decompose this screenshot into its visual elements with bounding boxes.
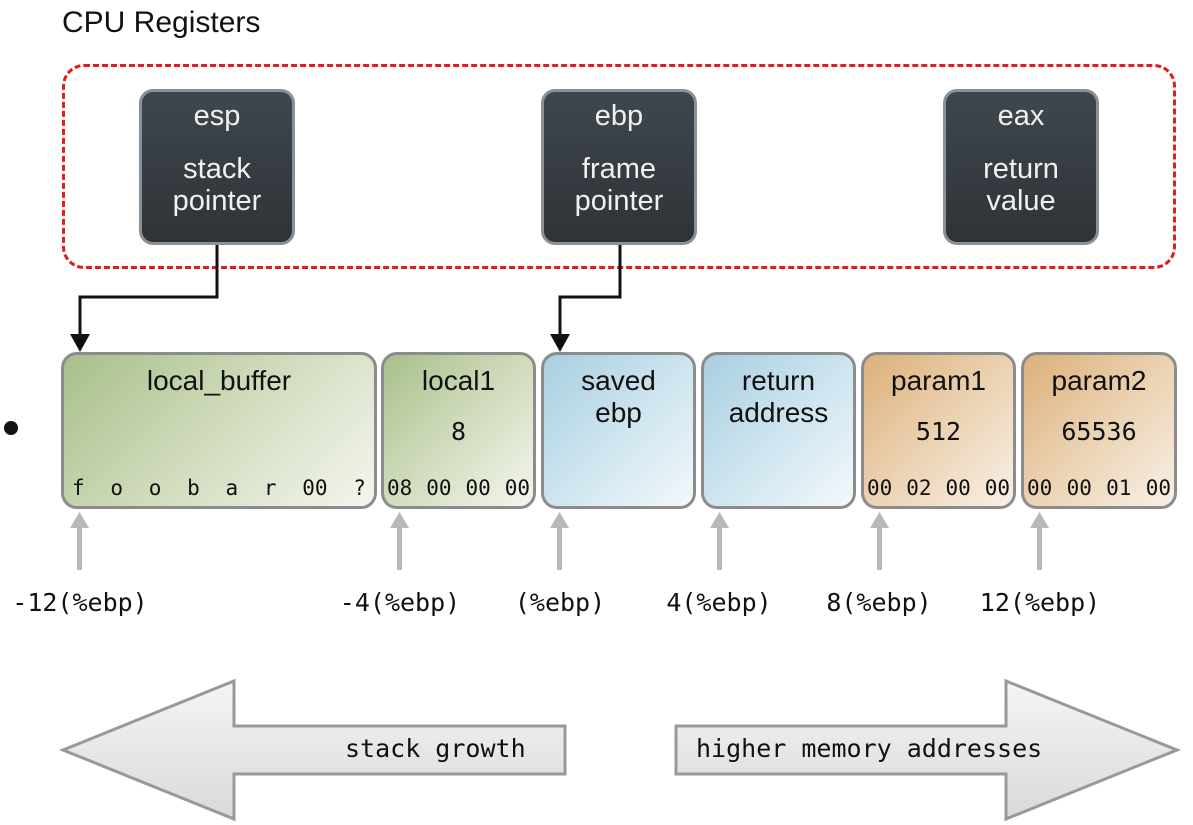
byte: 01 bbox=[1106, 476, 1132, 500]
register-name: ebp bbox=[594, 100, 644, 132]
byte: 00 bbox=[504, 476, 530, 500]
diagram-title: CPU Registers bbox=[62, 6, 261, 39]
byte: 00 bbox=[945, 476, 971, 500]
register-description: frame pointer bbox=[574, 153, 664, 217]
register-ebp: ebp frame pointer bbox=[541, 89, 697, 245]
offset-label: 4(%ebp) bbox=[666, 588, 772, 617]
cell-value: 512 bbox=[915, 417, 962, 446]
stack-cell-saved-ebp: saved ebp bbox=[541, 352, 696, 509]
offset-label: (%ebp) bbox=[514, 588, 606, 617]
offset-label: 12(%ebp) bbox=[979, 588, 1101, 617]
register-eax: eax return value bbox=[943, 89, 1099, 245]
byte: 00 bbox=[1027, 476, 1053, 500]
stack-cell-return-address: return address bbox=[701, 352, 856, 509]
cell-bytes: 08 00 00 00 bbox=[384, 476, 533, 500]
stack-cell-param1: param1 512 00 02 00 00 bbox=[861, 352, 1016, 509]
cell-bytes: f o o b a r 00 ? bbox=[64, 476, 374, 500]
offset-label: -4(%ebp) bbox=[339, 588, 461, 617]
esp-arrowhead bbox=[70, 334, 90, 352]
byte: o bbox=[148, 476, 162, 500]
register-description: return value bbox=[983, 153, 1059, 217]
esp-pointer-arrow bbox=[78, 245, 219, 336]
cell-value: 8 bbox=[450, 417, 467, 446]
byte: 00 bbox=[867, 476, 893, 500]
byte: b bbox=[187, 476, 200, 500]
byte: 02 bbox=[906, 476, 932, 500]
register-name: esp bbox=[193, 100, 241, 132]
cell-bytes: 00 02 00 00 bbox=[864, 476, 1013, 500]
stack-cell-param2: param2 65536 00 00 01 00 bbox=[1021, 352, 1177, 509]
ebp-pointer-arrow bbox=[558, 245, 622, 336]
ebp-arrowhead bbox=[550, 334, 570, 352]
higher-addresses-label: higher memory addresses bbox=[696, 734, 1043, 763]
cell-label: local1 bbox=[421, 365, 496, 396]
offset-label: 8(%ebp) bbox=[826, 588, 932, 617]
cell-label: param2 bbox=[1051, 365, 1147, 396]
offset-label: -12(%ebp) bbox=[12, 588, 148, 617]
byte: 00 bbox=[302, 476, 328, 500]
cell-value: 65536 bbox=[1061, 417, 1137, 446]
byte: 00 bbox=[1066, 476, 1092, 500]
byte: f bbox=[72, 476, 85, 500]
higher-addresses-arrow bbox=[674, 678, 1182, 822]
cell-bytes: 00 00 01 00 bbox=[1024, 476, 1174, 500]
register-esp: esp stack pointer bbox=[139, 89, 295, 245]
stack-cell-local1: local1 8 08 00 00 00 bbox=[381, 352, 536, 509]
stack-cell-local-buffer: local_buffer f o o b a r 00 ? bbox=[61, 352, 377, 509]
byte: ? bbox=[353, 476, 366, 500]
byte: a bbox=[225, 476, 239, 500]
register-name: eax bbox=[997, 100, 1045, 132]
byte: r bbox=[263, 476, 277, 500]
cell-label: saved ebp bbox=[581, 365, 656, 428]
byte: 00 bbox=[984, 476, 1010, 500]
byte: 00 bbox=[1145, 476, 1171, 500]
byte: 00 bbox=[426, 476, 452, 500]
cell-label: local_buffer bbox=[146, 365, 292, 396]
byte: o bbox=[110, 476, 124, 500]
byte: 08 bbox=[387, 476, 413, 500]
register-description: stack pointer bbox=[172, 153, 262, 217]
cell-label: param1 bbox=[891, 365, 986, 396]
bullet-dot bbox=[4, 421, 18, 435]
cell-label: return address bbox=[728, 365, 829, 428]
byte: 00 bbox=[465, 476, 491, 500]
stack-growth-label: stack growth bbox=[345, 734, 526, 763]
stack-growth-arrow bbox=[58, 678, 567, 822]
